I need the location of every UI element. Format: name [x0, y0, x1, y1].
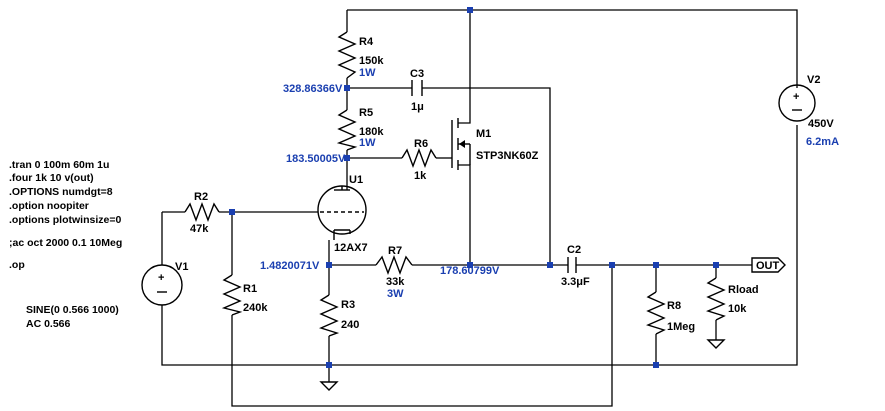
ground-symbol: [319, 378, 339, 391]
v1-source-spec: SINE(0 0.566 1000) AC 0.566: [26, 304, 119, 330]
svg-text:OUT: OUT: [756, 260, 780, 272]
voltage-source-v1[interactable]: + V1: [141, 261, 188, 306]
svg-text:R4: R4: [359, 36, 374, 48]
svg-text:1μ: 1μ: [411, 101, 424, 113]
svg-text:AC 0.566: AC 0.566: [26, 318, 71, 330]
resistor-r1[interactable]: R1 240k: [221, 274, 268, 316]
svg-text:.options plotwinsize=0: .options plotwinsize=0: [9, 214, 121, 226]
svg-text:R3: R3: [341, 299, 355, 311]
svg-text:STP3NK60Z: STP3NK60Z: [476, 150, 539, 162]
svg-text:150k: 150k: [359, 55, 384, 67]
resistor-r3[interactable]: R3 240: [319, 294, 359, 337]
resistor-r6[interactable]: R6 1k: [401, 138, 437, 182]
resistor-r5[interactable]: R5 180k 1W: [336, 107, 384, 151]
voltage-source-v2[interactable]: + V2 450V 6.2mA: [778, 74, 839, 148]
svg-text:6.2mA: 6.2mA: [806, 136, 839, 148]
svg-text:10k: 10k: [728, 303, 747, 315]
spice-directives: .tran 0 100m 60m 1u .four 1k 10 v(out) .…: [9, 159, 122, 271]
svg-text:328.86366V: 328.86366V: [283, 83, 343, 95]
svg-text:183.50005V: 183.50005V: [286, 153, 346, 165]
triode-u1[interactable]: U1 12AX7: [317, 174, 368, 254]
svg-text:+: +: [158, 272, 164, 284]
svg-text:.OPTIONS numdgt=8: .OPTIONS numdgt=8: [9, 186, 113, 198]
svg-text:C3: C3: [410, 68, 424, 80]
svg-text:240k: 240k: [243, 302, 268, 314]
svg-text:V1: V1: [175, 261, 188, 273]
svg-text:3.3μF: 3.3μF: [561, 276, 590, 288]
svg-text:+: +: [793, 91, 799, 103]
svg-text:.four 1k 10 v(out): .four 1k 10 v(out): [9, 172, 94, 184]
svg-text:C2: C2: [567, 244, 581, 256]
mosfet-m1[interactable]: M1 STP3NK60Z: [451, 118, 539, 170]
resistor-r2[interactable]: R2 47k: [184, 191, 220, 235]
svg-text:R5: R5: [359, 107, 373, 119]
svg-text:3W: 3W: [387, 288, 404, 300]
resistor-r4[interactable]: R4 150k 1W: [337, 31, 384, 79]
output-port[interactable]: OUT: [751, 257, 786, 273]
svg-text:240: 240: [341, 319, 359, 331]
svg-text:R7: R7: [388, 245, 402, 257]
svg-text:1W: 1W: [359, 67, 376, 79]
svg-text:SINE(0 0.566 1000): SINE(0 0.566 1000): [26, 304, 119, 316]
svg-text:1.4820071V: 1.4820071V: [260, 260, 320, 272]
capacitor-c3[interactable]: C3 1μ: [410, 68, 424, 113]
svg-text:.tran 0 100m 60m 1u: .tran 0 100m 60m 1u: [9, 159, 109, 171]
junctions: [229, 7, 719, 368]
svg-text:450V: 450V: [808, 118, 834, 130]
svg-text:47k: 47k: [190, 223, 209, 235]
resistor-rload[interactable]: Rload 10k: [706, 277, 759, 321]
svg-text:12AX7: 12AX7: [334, 242, 368, 254]
node-voltage-labels: 328.86366V 183.50005V 1.4820071V 178.607…: [260, 83, 500, 277]
svg-text:V2: V2: [807, 74, 820, 86]
svg-text:;ac oct 2000 0.1 10Meg: ;ac oct 2000 0.1 10Meg: [9, 237, 122, 249]
svg-text:R8: R8: [667, 300, 681, 312]
svg-text:R6: R6: [414, 138, 428, 150]
svg-text:1Meg: 1Meg: [667, 321, 695, 333]
svg-text:.option noopiter: .option noopiter: [9, 200, 89, 212]
svg-text:33k: 33k: [386, 276, 405, 288]
svg-text:1W: 1W: [359, 137, 376, 149]
svg-text:R2: R2: [194, 191, 208, 203]
svg-text:M1: M1: [476, 128, 491, 140]
resistor-r8[interactable]: R8 1Meg: [646, 291, 695, 335]
svg-text:Rload: Rload: [728, 284, 759, 296]
resistor-r7[interactable]: R7 33k 3W: [375, 245, 413, 300]
svg-text:180k: 180k: [359, 126, 384, 138]
capacitor-c2[interactable]: C2 3.3μF: [561, 244, 590, 288]
svg-text:.op: .op: [9, 259, 25, 271]
svg-text:178.60799V: 178.60799V: [440, 265, 500, 277]
svg-text:1k: 1k: [414, 170, 427, 182]
wires: [161, 9, 798, 407]
ground-symbol: [706, 336, 726, 349]
svg-text:U1: U1: [349, 174, 363, 186]
svg-text:R1: R1: [243, 283, 257, 295]
